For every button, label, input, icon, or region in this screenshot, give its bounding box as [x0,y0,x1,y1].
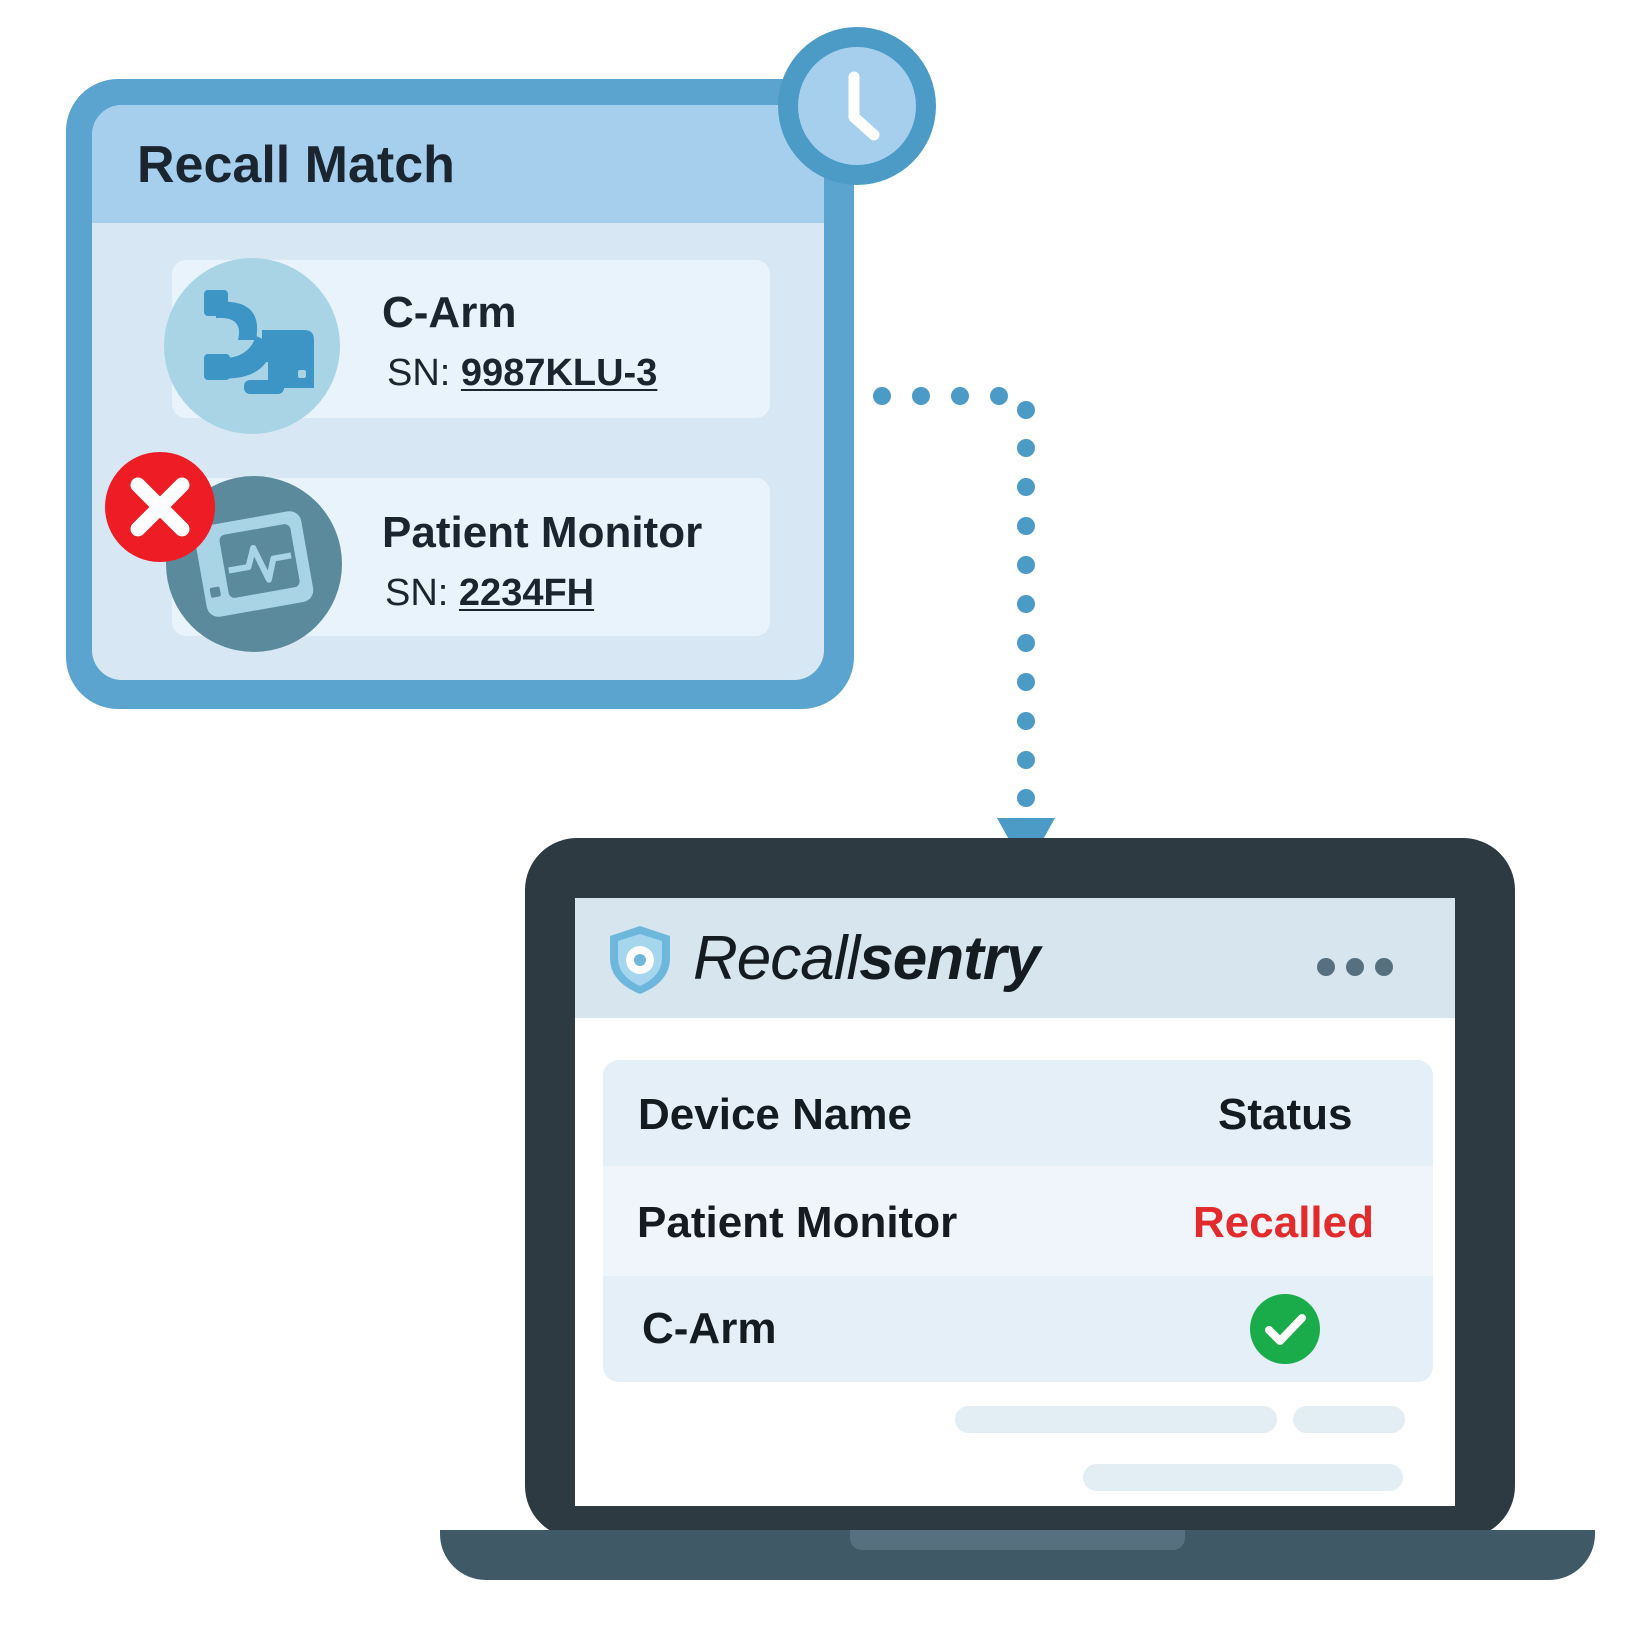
app-name: Recallsentry [693,923,1040,994]
serial-number: 2234FH [458,572,595,614]
clock-badge [778,27,936,185]
table-row[interactable]: Patient Monitor Recalled [603,1166,1433,1276]
column-header-status: Status [1218,1090,1353,1139]
c-arm-icon [164,258,340,434]
column-header-device-name: Device Name [638,1090,912,1139]
row-device-name: C-Arm [642,1304,777,1353]
laptop-screen: Recallsentry Device Name Status Patient … [575,898,1455,1506]
clock-face [798,47,916,165]
recall-match-panel: Recall Match C-Arm SN: 9987KLU-3 Patient… [92,105,824,680]
placeholder-line [1293,1406,1405,1433]
table-row[interactable]: C-Arm [603,1276,1433,1382]
app-header: Recallsentry [575,898,1455,1018]
serial-label: SN: [385,572,449,614]
app-name-light: Recall [693,924,860,993]
table-header-row: Device Name Status [603,1060,1433,1166]
laptop-base [440,1530,1595,1580]
device-name: Patient Monitor [382,508,703,557]
dotted-arrow-connector [873,387,1055,870]
device-name: C-Arm [382,288,517,337]
menu-dot [1375,958,1393,976]
more-dots-icon[interactable] [1317,958,1393,976]
placeholder-line [1083,1464,1403,1491]
x-mark-icon [105,452,215,562]
row-device-name: Patient Monitor [637,1198,958,1247]
device-serial: SN: 9987KLU-3 [387,352,657,395]
device-status-table: Device Name Status Patient Monitor Recal… [603,1060,1433,1382]
serial-number: 9987KLU-3 [460,352,658,394]
clock-icon [848,71,880,141]
menu-dot [1346,958,1364,976]
menu-dot [1317,958,1335,976]
placeholder-line [955,1406,1277,1433]
status-recalled: Recalled [1193,1198,1374,1247]
laptop-notch [850,1530,1185,1550]
check-circle-icon [1250,1294,1320,1364]
app-name-bold: sentry [859,924,1040,993]
recall-match-header: Recall Match [92,105,824,223]
device-serial: SN: 2234FH [385,572,594,615]
serial-label: SN: [387,352,451,394]
card-title: Recall Match [137,136,455,194]
shield-gear-icon [610,926,670,994]
